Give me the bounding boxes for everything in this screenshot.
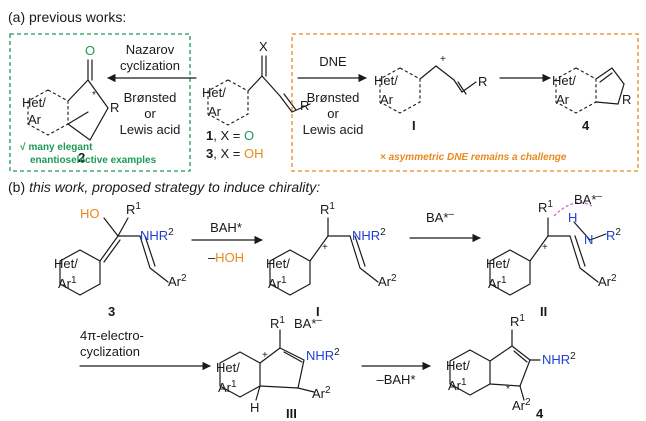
svg-text:*: * (92, 90, 96, 101)
svg-text:1, X = O: 1, X = O (206, 128, 254, 143)
dne-cond-1: Brønsted (307, 90, 360, 105)
svg-text:R: R (300, 98, 309, 113)
compound-4-a: Het/ Ar R 4 (552, 67, 631, 133)
svg-text:3: 3 (108, 304, 115, 319)
svg-text:III: III (286, 406, 297, 421)
ba-label: BA*– (426, 209, 454, 225)
svg-text:I: I (316, 304, 320, 319)
svg-text:R1: R1 (538, 199, 553, 215)
svg-text:Het/: Het/ (202, 85, 226, 100)
section-a-header: (a) previous works: (8, 9, 126, 25)
compound-4-b: Het/ Ar1 R1 NHR2 * Ar2 4 (446, 313, 576, 421)
section-b-header: (b)this work, proposed strategy to induc… (8, 179, 320, 195)
compound-I-b: Het/ Ar1 R1 + NHR2 Ar2 I (266, 201, 397, 319)
svg-text:Het/: Het/ (22, 95, 46, 110)
svg-text:Het/: Het/ (266, 256, 290, 271)
compound-2: Het/ Ar O * R 2 (22, 43, 119, 165)
svg-text:HO: HO (80, 206, 100, 221)
green-dashed-box (9, 33, 191, 172)
svg-text:Ar1: Ar1 (218, 379, 237, 395)
svg-text:3, X = OH: 3, X = OH (206, 146, 263, 161)
nazarov-cond-1: Brønsted (124, 90, 177, 105)
dne-cond-3: Lewis acid (303, 122, 364, 137)
svg-text:O: O (85, 43, 95, 58)
dne-label: DNE (319, 54, 347, 69)
svg-text:Ar1: Ar1 (268, 275, 287, 291)
dne-cond-2: or (327, 106, 339, 121)
compound-I-a: Het/ Ar + R I (374, 54, 487, 133)
svg-text:Het/: Het/ (486, 256, 510, 271)
svg-text:X: X (259, 39, 268, 54)
orange-note: × asymmetric DNE remains a challenge (380, 152, 567, 163)
svg-text:*: * (506, 384, 510, 395)
svg-text:BA*–: BA*– (574, 191, 602, 207)
svg-text:Ar2: Ar2 (512, 397, 531, 413)
compound-III: Het/ Ar1 R1 BA*– NHR2 + Ar2 H III (216, 315, 340, 421)
svg-text:I: I (412, 118, 416, 133)
svg-text:R1: R1 (320, 201, 335, 217)
svg-text:Ar: Ar (380, 92, 394, 107)
svg-text:Ar2: Ar2 (312, 385, 331, 401)
svg-text:NHR2: NHR2 (352, 227, 386, 243)
svg-text:R1: R1 (126, 201, 141, 217)
svg-text:Het/: Het/ (216, 360, 240, 375)
bah-label: BAH* (210, 220, 242, 235)
svg-text:Ar: Ar (208, 104, 222, 119)
svg-text:Ar1: Ar1 (448, 377, 467, 393)
svg-text:R1: R1 (510, 313, 525, 329)
svg-text:NHR2: NHR2 (542, 351, 576, 367)
svg-text:+: + (322, 242, 328, 253)
nazarov-cond-3: Lewis acid (120, 122, 181, 137)
svg-text:+: + (542, 242, 548, 253)
svg-text:R1: R1 (270, 315, 285, 331)
svg-text:Het/: Het/ (552, 73, 576, 88)
svg-text:Ar1: Ar1 (58, 275, 77, 291)
nazarov-label-1: Nazarov (126, 42, 175, 57)
svg-text:NHR2: NHR2 (306, 347, 340, 363)
green-note-line2: enantioselective examples (30, 155, 157, 166)
svg-text:4: 4 (582, 118, 590, 133)
compound-1-3: Het/ Ar X R 1, X = O 3, X = OH (202, 39, 311, 161)
svg-text:+: + (440, 54, 446, 65)
minus-hoh: –HOH (208, 250, 244, 265)
svg-text:Ar1: Ar1 (488, 275, 507, 291)
svg-text:+: + (262, 350, 268, 361)
svg-text:NHR2: NHR2 (140, 227, 174, 243)
svg-text:Het/: Het/ (54, 256, 78, 271)
svg-text:2: 2 (78, 150, 85, 165)
svg-text:Ar2: Ar2 (168, 273, 187, 289)
svg-text:R: R (478, 74, 487, 89)
minus-bah-label: –BAH* (376, 372, 415, 387)
electro-label-2: cyclization (80, 344, 140, 359)
svg-text:Ar2: Ar2 (378, 273, 397, 289)
compound-II: Het/ Ar1 R1 BA*– H N R2 + Ar2 II (486, 191, 621, 319)
svg-text:4: 4 (536, 406, 544, 421)
svg-text:N: N (584, 232, 593, 247)
svg-text:BA*–: BA*– (294, 315, 322, 331)
nazarov-cond-2: or (144, 106, 156, 121)
compound-3-b: Het/ Ar1 HO R1 NHR2 Ar2 3 (54, 201, 187, 319)
svg-text:H: H (568, 210, 577, 225)
svg-text:Ar: Ar (28, 112, 42, 127)
svg-text:Ar: Ar (556, 92, 570, 107)
orange-dashed-box (291, 33, 639, 172)
svg-text:Ar2: Ar2 (598, 273, 617, 289)
electro-label-1: 4π-electro- (80, 328, 144, 343)
nazarov-label-2: cyclization (120, 58, 180, 73)
svg-text:II: II (540, 304, 547, 319)
svg-text:H: H (250, 400, 259, 415)
green-note-line1: √many elegant (20, 142, 93, 153)
svg-text:R2: R2 (606, 227, 621, 243)
svg-text:R: R (110, 100, 119, 115)
svg-text:Het/: Het/ (446, 358, 470, 373)
svg-text:R: R (622, 92, 631, 107)
svg-text:Het/: Het/ (374, 73, 398, 88)
